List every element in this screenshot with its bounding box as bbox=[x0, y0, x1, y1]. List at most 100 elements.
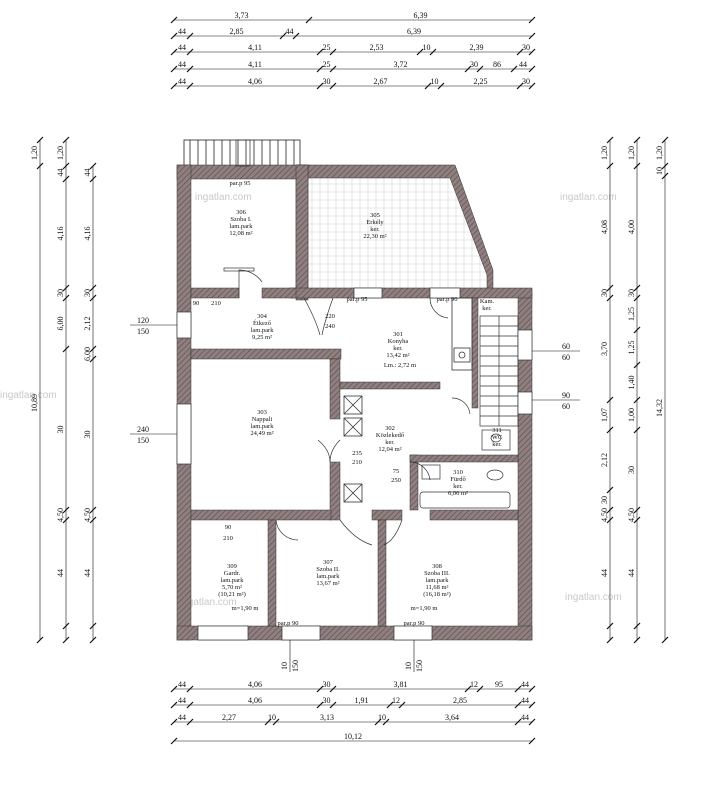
dimension-tick bbox=[464, 65, 472, 73]
dimension-tick bbox=[429, 48, 437, 56]
dimension-tick bbox=[170, 65, 178, 73]
dimension-label: 30 bbox=[56, 426, 65, 434]
dimension-tick bbox=[424, 82, 432, 90]
dimension-chains-right: 1,204,08303,701,072,12304,50441,204,0030… bbox=[600, 136, 669, 644]
dimension-tick bbox=[633, 284, 641, 292]
dimension-tick bbox=[633, 426, 641, 434]
dimension-label: 30 bbox=[627, 289, 636, 297]
dimension-tick bbox=[89, 622, 97, 630]
svg-text:210: 210 bbox=[223, 535, 233, 542]
dimension-tick bbox=[386, 701, 394, 709]
dimension-tick bbox=[606, 294, 614, 302]
dimension-tick bbox=[62, 622, 70, 630]
dimension-label: 14,32 bbox=[655, 399, 664, 417]
dimension-label: 10 bbox=[268, 713, 276, 722]
svg-text:90: 90 bbox=[225, 524, 232, 531]
dimension-label: 44 bbox=[56, 569, 65, 577]
dimension-tick bbox=[186, 32, 194, 40]
dimension-label: 30 bbox=[83, 431, 92, 439]
dimension-label: 44 bbox=[178, 60, 186, 69]
dimension-tick bbox=[186, 48, 194, 56]
opening-callouts bbox=[130, 324, 580, 672]
dimension-tick bbox=[62, 162, 70, 170]
dimension-label: 2,53 bbox=[370, 43, 384, 52]
dimension-tick bbox=[382, 718, 390, 726]
svg-text:210: 210 bbox=[352, 459, 362, 466]
dimension-label: 4,50 bbox=[600, 508, 609, 522]
dimension-label: 44 bbox=[178, 713, 186, 722]
dimension-tick bbox=[633, 136, 641, 144]
dimension-label: 4,50 bbox=[56, 508, 65, 522]
dimension-label: 2,67 bbox=[374, 77, 388, 86]
dimension-label: 86 bbox=[493, 60, 501, 69]
dimension-label: 1,20 bbox=[30, 146, 39, 160]
svg-text:Lm.: 2,72 m: Lm.: 2,72 m bbox=[384, 362, 416, 369]
svg-text:240: 240 bbox=[325, 323, 335, 330]
dimension-label: 1,00 bbox=[627, 408, 636, 422]
dimension-label: 2,39 bbox=[470, 43, 484, 52]
dimension-tick bbox=[633, 506, 641, 514]
dimension-tick bbox=[89, 284, 97, 292]
svg-text:60: 60 bbox=[562, 402, 570, 411]
dimension-tick bbox=[606, 426, 614, 434]
svg-text:60: 60 bbox=[562, 353, 570, 362]
dimension-tick bbox=[606, 136, 614, 144]
dimension-label: 44 bbox=[519, 60, 527, 69]
dimension-tick bbox=[89, 355, 97, 363]
dimension-tick bbox=[186, 718, 194, 726]
dimension-tick bbox=[528, 16, 536, 24]
dimension-tick bbox=[264, 718, 272, 726]
dimension-label: 6,00 bbox=[56, 317, 65, 331]
dimension-tick bbox=[606, 506, 614, 514]
dimension-label: 3,13 bbox=[320, 713, 334, 722]
dimension-label: 10,89 bbox=[30, 394, 39, 412]
dimension-label: 30 bbox=[56, 289, 65, 297]
dimension-tick bbox=[89, 162, 97, 170]
dimension-label: 1,25 bbox=[627, 341, 636, 355]
dimension-tick bbox=[329, 685, 337, 693]
dimension-tick bbox=[62, 175, 70, 183]
dimension-label: 2,85 bbox=[453, 696, 467, 705]
dimension-tick bbox=[89, 294, 97, 302]
dimension-label: 2,85 bbox=[230, 27, 244, 36]
dimension-tick bbox=[606, 622, 614, 630]
dimension-tick bbox=[170, 718, 178, 726]
dimension-label: 4,06 bbox=[248, 77, 262, 86]
dimension-tick bbox=[633, 622, 641, 630]
dimension-label: 4,06 bbox=[248, 696, 262, 705]
dimension-tick bbox=[661, 636, 669, 644]
dimension-label: 1,91 bbox=[355, 696, 369, 705]
svg-text:150: 150 bbox=[415, 660, 424, 672]
dimension-label: 2,25 bbox=[474, 77, 488, 86]
dimension-tick bbox=[374, 718, 382, 726]
dimension-tick bbox=[170, 701, 178, 709]
dimension-tick bbox=[516, 82, 524, 90]
dimension-label: 4,06 bbox=[248, 680, 262, 689]
svg-text:75: 75 bbox=[393, 468, 400, 475]
dimension-tick bbox=[514, 718, 522, 726]
exterior-walls bbox=[176, 164, 533, 641]
dimension-label: 44 bbox=[521, 680, 529, 689]
dimension-tick bbox=[606, 284, 614, 292]
dimension-tick bbox=[329, 82, 337, 90]
dimension-label: 44 bbox=[83, 169, 92, 177]
dimension-tick bbox=[170, 48, 178, 56]
dimension-tick bbox=[36, 136, 44, 144]
dimension-tick bbox=[170, 82, 178, 90]
dimension-tick bbox=[186, 701, 194, 709]
balcony-floor bbox=[308, 178, 493, 290]
bathroom-fixtures bbox=[419, 429, 511, 509]
kitchen-counter bbox=[451, 297, 473, 371]
dimension-tick bbox=[476, 685, 484, 693]
dimension-label: 2,27 bbox=[222, 713, 236, 722]
watermark-text: ingatlan.com bbox=[0, 390, 57, 401]
dimension-label: 44 bbox=[521, 696, 529, 705]
dimension-tick bbox=[528, 737, 536, 745]
dimension-tick bbox=[661, 172, 669, 180]
